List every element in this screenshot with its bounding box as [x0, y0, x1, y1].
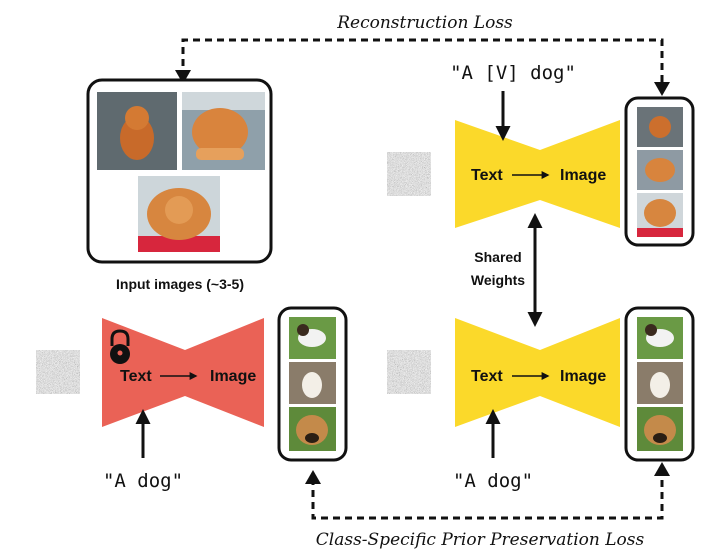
yellow-network-top	[455, 120, 620, 228]
input-image-chow-2	[182, 92, 265, 170]
shared-weights-label-1: Shared	[474, 249, 521, 265]
image-label-top: Image	[560, 167, 606, 184]
generated-image-dog-2	[637, 362, 683, 404]
reconstruction-loss-label: Reconstruction Loss	[336, 13, 513, 33]
generated-image-dog-3	[637, 407, 683, 451]
output-image-chow-2	[637, 150, 683, 190]
prior-arrowhead-left	[305, 470, 321, 484]
text-label-top: Text	[471, 167, 503, 184]
input-image-chow-3	[138, 176, 220, 252]
text-label-bottom: Text	[471, 368, 503, 385]
output-image-chow-1	[637, 107, 683, 147]
shared-weights-label-2: Weights	[471, 272, 525, 288]
image-label-left: Image	[210, 368, 256, 385]
yellow-network-bottom	[455, 318, 620, 427]
prior-image-dog-3	[289, 407, 336, 451]
text-label-left: Text	[120, 368, 152, 385]
frozen-network	[102, 318, 264, 427]
prior-image-dog-2	[289, 362, 336, 404]
generated-image-dog-1	[637, 317, 683, 359]
prior-preservation-loss-path	[311, 470, 664, 520]
noise-input-top	[387, 152, 431, 196]
reconstruction-arrowhead-right	[654, 82, 670, 96]
output-image-chow-3	[637, 193, 683, 237]
noise-input-left	[36, 350, 80, 394]
prompt-top: "A [V] dog"	[450, 62, 576, 84]
image-label-bottom: Image	[560, 368, 606, 385]
reconstruction-arrowhead-left	[175, 70, 191, 84]
prior-arrowhead-right	[654, 462, 670, 476]
input-images-caption: Input images (~3-5)	[116, 276, 244, 292]
prior-image-dog-1	[289, 317, 336, 359]
reconstruction-loss-path	[181, 38, 664, 90]
prior-preservation-loss-label: Class-Specific Prior Preservation Loss	[316, 530, 645, 550]
noise-input-right	[387, 350, 431, 394]
prompt-left: "A dog"	[103, 470, 183, 492]
prompt-right: "A dog"	[453, 470, 533, 492]
input-image-chow-1	[97, 92, 177, 170]
lock-icon	[110, 329, 130, 364]
